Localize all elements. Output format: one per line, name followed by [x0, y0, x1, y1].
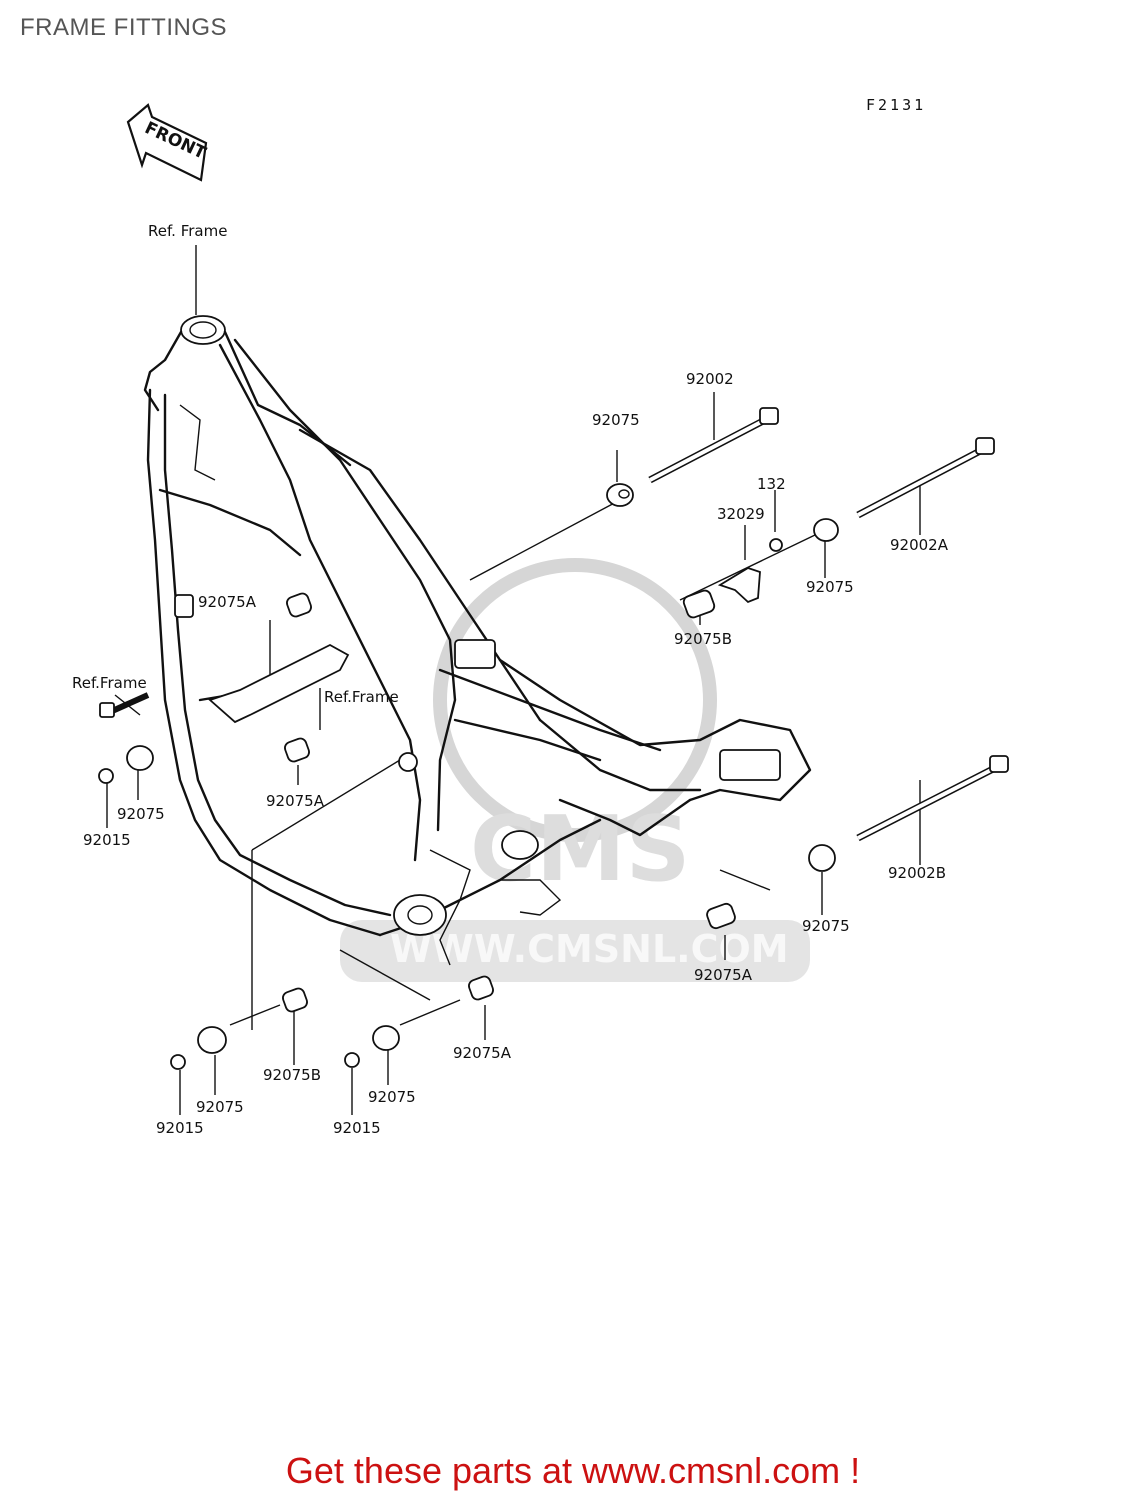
label-92015-left: 92015 — [83, 831, 131, 849]
bolt-92002B — [856, 755, 1009, 842]
label-92075-lower-right: 92075 — [802, 917, 850, 935]
bolt-92002 — [648, 407, 779, 484]
parts-diagram: CMS WWW.CMSNL.COM FRONT — [72, 103, 1009, 1137]
engine-mount-bracket — [208, 643, 350, 724]
label-ref-frame-left: Ref.Frame — [72, 674, 147, 692]
bolt-left — [99, 692, 150, 718]
label-ref-frame-top: Ref. Frame — [148, 222, 227, 240]
footer-link[interactable]: Get these parts at www.cmsnl.com ! — [285, 1450, 861, 1491]
label-92075A-bottom: 92075A — [453, 1044, 512, 1062]
page-title: FRAME FITTINGS — [20, 14, 227, 41]
label-92075-top: 92075 — [592, 411, 640, 429]
nuts — [98, 538, 783, 1070]
rubber-bushings — [282, 589, 736, 1013]
bolt-92002A — [856, 437, 995, 519]
label-92075B-right: 92075B — [674, 630, 732, 648]
front-arrow-icon: FRONT — [126, 103, 209, 182]
label-92075-bottom-left: 92075 — [196, 1098, 244, 1116]
watermark-url: WWW.CMSNL.COM — [390, 927, 789, 971]
label-92075B-bottom: 92075B — [263, 1066, 321, 1084]
label-92075-bottom-mid: 92075 — [368, 1088, 416, 1106]
label-132: 132 — [757, 475, 786, 493]
collar-parts — [126, 483, 839, 1054]
label-92075A-right: 92075A — [694, 966, 753, 984]
label-92075-right: 92075 — [806, 578, 854, 596]
label-32029: 32029 — [717, 505, 765, 523]
watermark-band — [340, 920, 810, 982]
watermark-logo: CMS WWW.CMSNL.COM — [340, 558, 810, 982]
label-ref-frame-mid: Ref.Frame — [324, 688, 399, 706]
motorcycle-frame — [143, 315, 812, 966]
part-labels: Ref. Frame 92002 92075 132 32029 92002A … — [72, 222, 949, 1137]
label-92015-bottom-left: 92015 — [156, 1119, 204, 1137]
label-92015-bottom-mid: 92015 — [333, 1119, 381, 1137]
diagram-id: F2131 — [866, 96, 927, 114]
label-92002: 92002 — [686, 370, 734, 388]
label-92002B: 92002B — [888, 864, 946, 882]
bracket-32029 — [717, 567, 761, 604]
label-92075A-mid: 92075A — [266, 792, 325, 810]
label-92075A-upper: 92075A — [198, 593, 257, 611]
label-92075-left: 92075 — [117, 805, 165, 823]
label-92002A: 92002A — [890, 536, 949, 554]
